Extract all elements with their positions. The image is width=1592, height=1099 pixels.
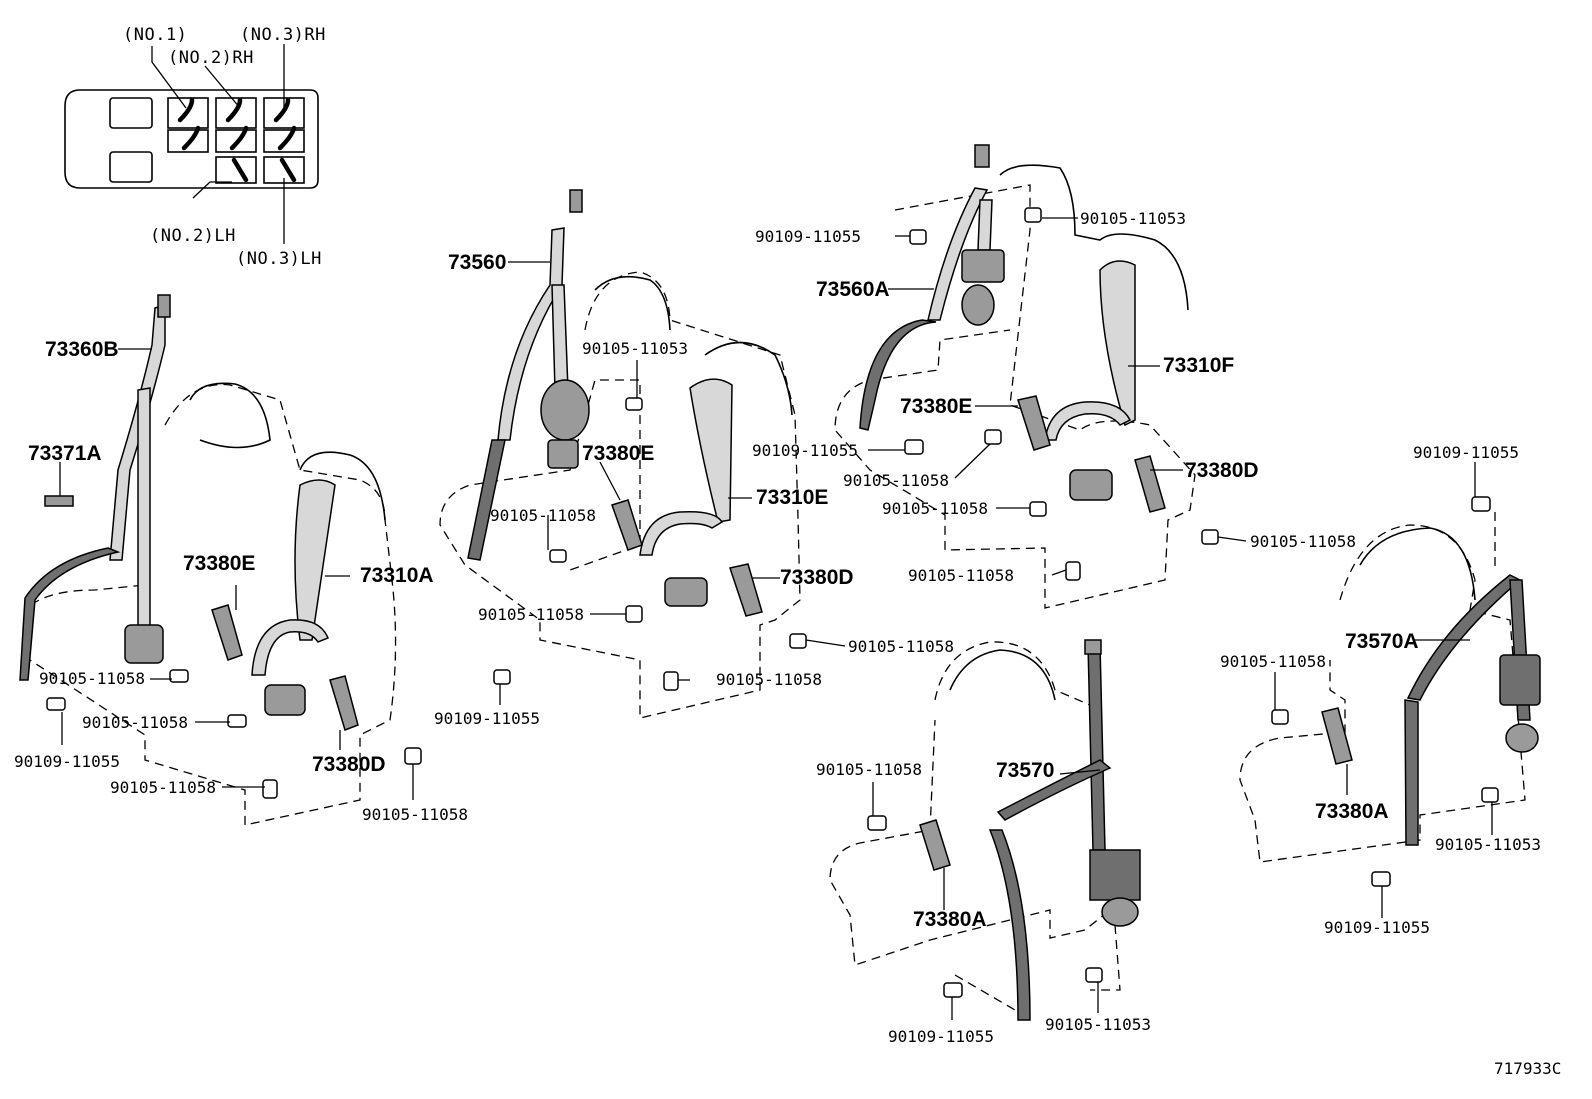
label-73380E-a: 73380E <box>183 552 255 575</box>
label-bolt-b2: 90105-11058 <box>490 506 596 525</box>
label-bolt-c3: 90109-11055 <box>752 441 858 460</box>
diagram-reference-number: 717933C <box>1494 1059 1561 1078</box>
label-73380E-c: 73380E <box>900 395 972 418</box>
label-73310E: 73310E <box>756 486 828 509</box>
label-bolt-d4: 90109-11055 <box>1324 918 1430 937</box>
label-bolt-d2: 90105-11058 <box>1220 652 1326 671</box>
label-bolt-e2: 90109-11055 <box>888 1027 994 1046</box>
assembly-no3-lh: 73360B 73371A 73380E 73310A 73380D 90105… <box>14 294 468 826</box>
label-73380A-d: 73380A <box>1315 800 1389 823</box>
label-bolt-b1: 90105-11053 <box>582 339 688 358</box>
label-bolt-b3: 90105-11058 <box>478 605 584 624</box>
label-bolt-d1: 90109-11055 <box>1413 443 1519 462</box>
assembly-no3-rh: 90109-11055 73570A 90105-11058 73380A 90… <box>1220 443 1541 937</box>
label-bolt-c1: 90109-11055 <box>755 227 861 246</box>
label-bolt-a3: 90105-11058 <box>110 778 216 797</box>
label-73560: 73560 <box>448 251 506 274</box>
label-bolt-c2: 90105-11053 <box>1080 209 1186 228</box>
label-bolt-e1: 90105-11058 <box>816 760 922 779</box>
label-bolt-b5: 90105-11058 <box>848 637 954 656</box>
label-73371A: 73371A <box>28 442 102 465</box>
label-73570: 73570 <box>996 759 1054 782</box>
label-73360B: 73360B <box>45 338 119 361</box>
label-bolt-a2: 90105-11058 <box>82 713 188 732</box>
label-73570A: 73570A <box>1345 630 1419 653</box>
label-bolt-b4: 90105-11058 <box>716 670 822 689</box>
assembly-no1: 73570 90105-11058 73380A 90109-11055 901… <box>816 639 1151 1046</box>
label-bolt-a5: 90109-11055 <box>14 752 120 771</box>
label-bolt-c7: 90105-11058 <box>908 566 1014 585</box>
label-bolt-a4: 90105-11058 <box>362 805 468 824</box>
label-seat-no1: (NO.1) <box>123 25 187 45</box>
label-73380D-c: 73380D <box>1185 459 1259 482</box>
label-73310F: 73310F <box>1163 354 1234 377</box>
label-73380E-b: 73380E <box>582 442 654 465</box>
label-73380A-e: 73380A <box>913 908 987 931</box>
label-seat-no2-lh: (NO.2)LH <box>150 226 236 246</box>
vehicle-seat-layout-inset: (NO.1) (NO.2)RH (NO.3)RH (NO.2)LH (NO.3)… <box>64 25 326 269</box>
label-bolt-e3: 90105-11053 <box>1045 1015 1151 1034</box>
label-73560A: 73560A <box>816 278 890 301</box>
label-seat-no3-lh: (NO.3)LH <box>236 249 322 269</box>
label-seat-no2-rh: (NO.2)RH <box>168 48 254 68</box>
label-bolt-d3: 90105-11053 <box>1435 835 1541 854</box>
label-73380D-a: 73380D <box>312 753 386 776</box>
label-73380D-b: 73380D <box>780 566 854 589</box>
label-bolt-a1: 90105-11058 <box>39 669 145 688</box>
label-bolt-b6: 90109-11055 <box>434 709 540 728</box>
label-bolt-c5: 90105-11058 <box>882 499 988 518</box>
label-seat-no3-rh: (NO.3)RH <box>240 25 326 45</box>
label-73310A: 73310A <box>360 564 434 587</box>
label-bolt-c4: 90105-11058 <box>843 471 949 490</box>
label-bolt-c6: 90105-11058 <box>1250 532 1356 551</box>
assembly-no2-lh: 73560 90105-11053 73380E 73310E 73380D 9… <box>434 189 954 728</box>
assembly-no2-rh: 90109-11055 90105-11053 73560A 73310F 73… <box>752 144 1356 609</box>
